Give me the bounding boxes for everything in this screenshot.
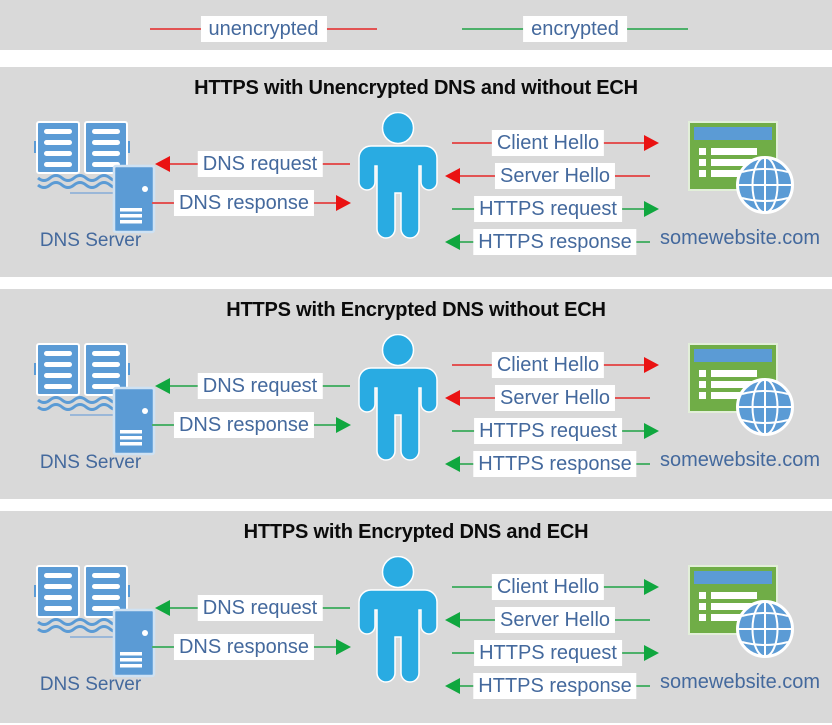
panel-encrypted-dns-and-ech: HTTPS with Encrypted DNS and ECH: [0, 511, 832, 723]
arrow-label: DNS response: [173, 190, 315, 216]
arrow-client-hello: Client Hello: [452, 574, 659, 600]
dns-book-icon: [34, 343, 130, 411]
arrow-dns-response: DNS response: [152, 190, 351, 216]
arrow-label: DNS request: [197, 151, 323, 177]
arrowhead-icon: [336, 639, 351, 655]
arrowhead-icon: [445, 168, 460, 184]
arrowhead-icon: [155, 156, 170, 172]
arrow-https-response: HTTPS response: [445, 451, 650, 477]
arrow-label: HTTPS request: [474, 196, 622, 222]
panel-title: HTTPS with Encrypted DNS without ECH: [226, 299, 606, 321]
arrow-label: HTTPS request: [474, 640, 622, 666]
arrowhead-icon: [644, 645, 659, 661]
dns-book-icon: [34, 565, 130, 633]
arrow-dns-request: DNS request: [155, 151, 350, 177]
arrowhead-icon: [644, 579, 659, 595]
arrowhead-icon: [336, 417, 351, 433]
arrow-label: HTTPS response: [473, 673, 637, 699]
arrow-label: HTTPS response: [473, 451, 637, 477]
website-label: somewebsite.com: [659, 449, 821, 471]
arrowhead-icon: [336, 195, 351, 211]
dns-book-icon: [34, 121, 130, 189]
server-tower-icon: [112, 608, 156, 678]
arrow-https-request: HTTPS request: [452, 640, 659, 666]
browser-list-icon: [699, 148, 757, 181]
server-tower-icon: [112, 164, 156, 234]
browser-window-icon: [688, 565, 778, 635]
arrow-server-hello: Server Hello: [445, 163, 650, 189]
server-tower-icon: [112, 386, 156, 456]
arrowhead-icon: [644, 357, 659, 373]
connector-line: [70, 414, 114, 416]
arrow-label: Client Hello: [491, 574, 605, 600]
arrow-label: Client Hello: [491, 352, 605, 378]
arrowhead-icon: [155, 378, 170, 394]
arrowhead-icon: [445, 234, 460, 250]
arrow-server-hello: Server Hello: [445, 607, 650, 633]
legend-unencrypted-label: unencrypted: [200, 16, 327, 42]
panel-unencrypted-dns-without-ech: HTTPS with Unencrypted DNS and without E…: [0, 67, 832, 277]
arrow-https-request: HTTPS request: [452, 418, 659, 444]
connector-line: [70, 192, 114, 194]
user-person-icon: [358, 556, 438, 683]
legend: unencrypted encrypted: [0, 0, 832, 50]
arrow-label: Server Hello: [494, 385, 616, 411]
arrowhead-icon: [445, 678, 460, 694]
arrow-server-hello: Server Hello: [445, 385, 650, 411]
arrow-dns-request: DNS request: [155, 595, 350, 621]
user-person-icon: [358, 334, 438, 461]
globe-icon: [736, 378, 794, 436]
arrowhead-icon: [155, 600, 170, 616]
dns-server-label: DNS Server: [39, 674, 142, 695]
arrowhead-icon: [644, 201, 659, 217]
arrow-label: Server Hello: [494, 607, 616, 633]
legend-unencrypted: unencrypted: [150, 16, 377, 42]
arrow-label: HTTPS request: [474, 418, 622, 444]
arrow-label: DNS request: [197, 595, 323, 621]
dns-server-label: DNS Server: [39, 452, 142, 473]
arrow-label: DNS response: [173, 412, 315, 438]
arrow-https-response: HTTPS response: [445, 229, 650, 255]
arrow-client-hello: Client Hello: [452, 130, 659, 156]
arrowhead-icon: [445, 456, 460, 472]
panel-title: HTTPS with Encrypted DNS and ECH: [243, 521, 589, 543]
arrow-dns-response: DNS response: [152, 634, 351, 660]
arrow-label: DNS request: [197, 373, 323, 399]
browser-titlebar: [694, 349, 772, 362]
arrowhead-icon: [644, 423, 659, 439]
browser-titlebar: [694, 571, 772, 584]
panel-title: HTTPS with Unencrypted DNS and without E…: [194, 77, 638, 99]
arrow-dns-response: DNS response: [152, 412, 351, 438]
arrow-client-hello: Client Hello: [452, 352, 659, 378]
arrow-dns-request: DNS request: [155, 373, 350, 399]
legend-encrypted: encrypted: [462, 16, 688, 42]
arrow-label: Server Hello: [494, 163, 616, 189]
arrow-label: DNS response: [173, 634, 315, 660]
arrowhead-icon: [445, 390, 460, 406]
website-label: somewebsite.com: [659, 227, 821, 249]
arrow-label: Client Hello: [491, 130, 605, 156]
browser-list-icon: [699, 592, 757, 625]
user-person-icon: [358, 112, 438, 239]
arrow-https-response: HTTPS response: [445, 673, 650, 699]
globe-icon: [736, 600, 794, 658]
arrow-label: HTTPS response: [473, 229, 637, 255]
legend-encrypted-label: encrypted: [523, 16, 627, 42]
connector-line: [70, 636, 114, 638]
dns-server-label: DNS Server: [39, 230, 142, 251]
arrow-https-request: HTTPS request: [452, 196, 659, 222]
globe-icon: [736, 156, 794, 214]
arrowhead-icon: [644, 135, 659, 151]
arrowhead-icon: [445, 612, 460, 628]
browser-titlebar: [694, 127, 772, 140]
panel-encrypted-dns-without-ech: HTTPS with Encrypted DNS without ECH: [0, 289, 832, 499]
website-label: somewebsite.com: [659, 671, 821, 693]
browser-list-icon: [699, 370, 757, 403]
